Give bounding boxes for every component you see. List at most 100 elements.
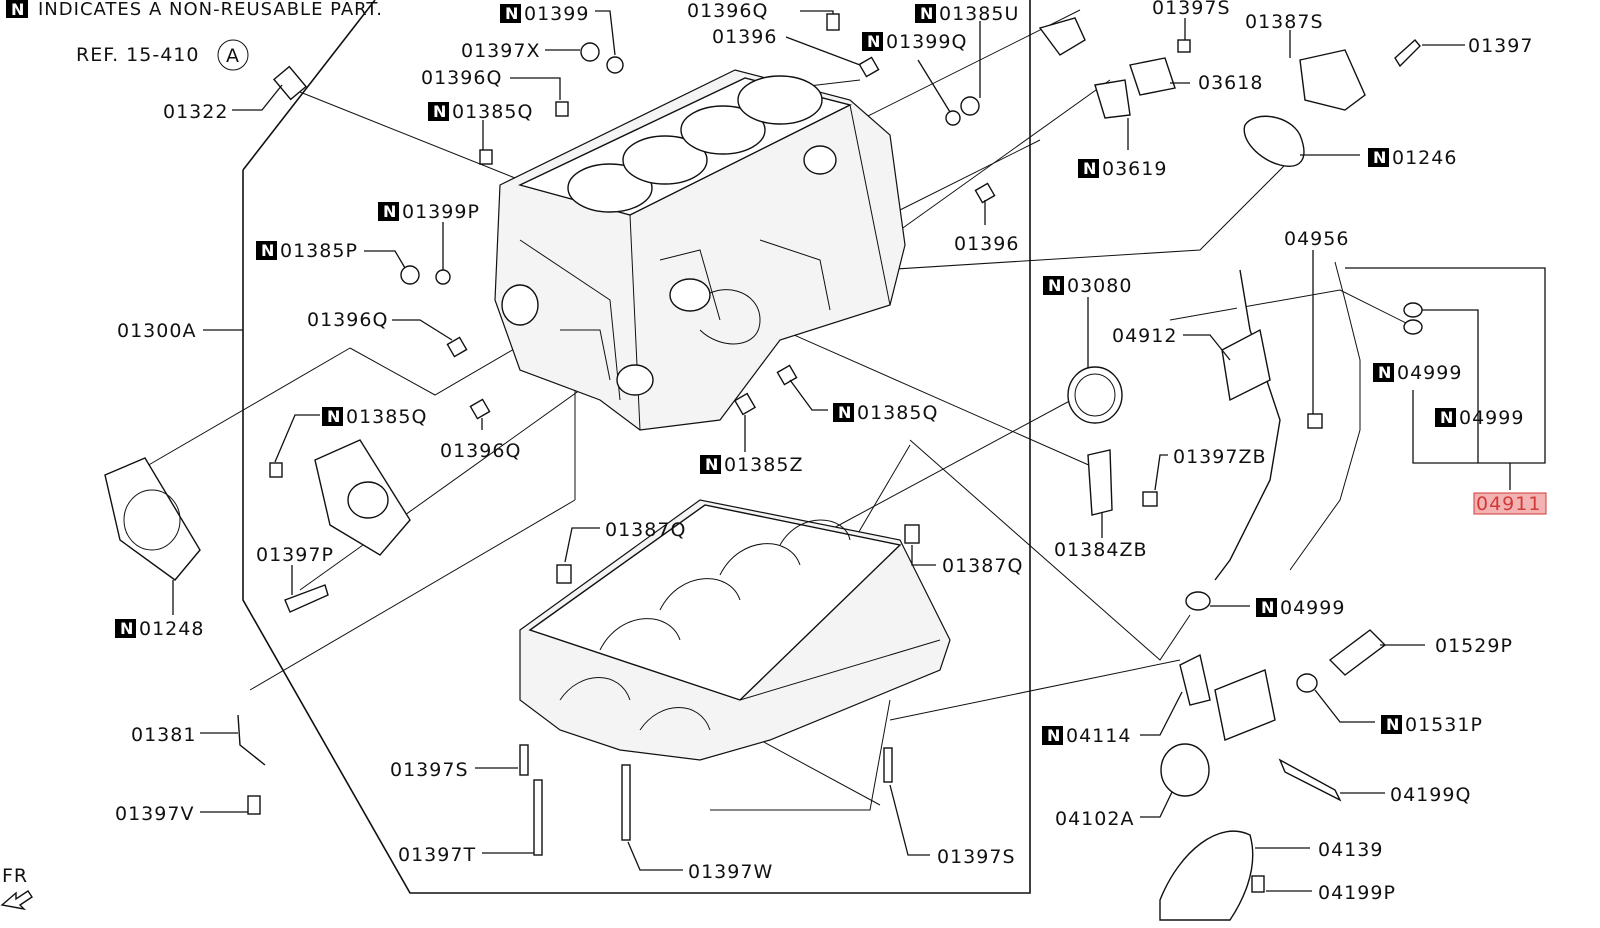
bolt-01397V	[247, 795, 261, 815]
part-callout: 04912	[1112, 325, 1176, 347]
part-callout: 01397V	[115, 803, 194, 825]
part-number-label: 01396Q	[307, 309, 388, 331]
part-callout: 01397S	[1152, 0, 1230, 19]
lead-01385Q-c	[789, 379, 828, 411]
part-number-label: 01529P	[1435, 635, 1513, 657]
bolt-01397S-top	[1177, 39, 1191, 53]
o-ring-04999-c	[1185, 591, 1211, 611]
part-number-label: 01397ZB	[1173, 446, 1267, 468]
plate-03618	[1129, 57, 1176, 96]
non-reusable-badge	[6, 0, 28, 18]
reference-circle-label: A	[226, 45, 240, 67]
part-number-label: 01248	[139, 618, 204, 640]
gasket-01246	[1243, 115, 1305, 167]
part-callout: N 01399	[500, 3, 589, 25]
lead-01396-top	[785, 36, 861, 66]
crankcase-top-face	[528, 504, 902, 701]
bolt-01397S-b	[883, 747, 893, 783]
leader-01381	[249, 499, 576, 691]
leader-01246	[879, 159, 1291, 271]
part-number-label: 04956	[1284, 228, 1349, 250]
non-reusable-badge-letter: N	[1047, 726, 1060, 745]
loose-parts	[104, 13, 1423, 921]
pump-body	[1214, 669, 1276, 741]
non-reusable-badge-letter: N	[1373, 148, 1386, 167]
lead-01397ZB	[1154, 454, 1168, 491]
non-reusable-badge-letter: N	[1378, 363, 1391, 382]
part-number-label: 01300A	[117, 320, 196, 342]
cylinder-bore-3	[680, 105, 766, 155]
pipe-01381	[237, 714, 266, 766]
leader-04999-a	[1169, 289, 1421, 331]
cover-top-left	[1038, 17, 1086, 56]
dowel-01322	[272, 65, 308, 101]
non-reusable-badge-letter: N	[120, 619, 133, 638]
part-number-label: 01399	[524, 3, 589, 25]
non-reusable-badge	[115, 619, 136, 638]
non-reusable-badge-letter: N	[920, 4, 933, 23]
bolt-04956	[1307, 413, 1323, 429]
lead-01385P	[364, 250, 406, 269]
part-number-label: 01387Q	[942, 555, 1023, 577]
leader-03619	[899, 139, 1041, 211]
part-number-label: 01397V	[115, 803, 194, 825]
non-reusable-badge	[378, 202, 399, 221]
block-ribs	[519, 239, 831, 401]
crank-seal-bore	[616, 364, 654, 396]
part-callout: 01397P	[256, 544, 333, 566]
part-number-label: 01397S	[937, 846, 1016, 868]
cylinder-bore-1	[567, 163, 653, 213]
part-number-label: 04199P	[1318, 882, 1396, 904]
lead-04912	[1183, 334, 1231, 361]
part-callout: 04199P	[1318, 882, 1396, 904]
front-orientation-marker: FR	[0, 865, 33, 911]
pin-01396-mid	[974, 182, 996, 204]
part-number-label: 01397S	[390, 759, 469, 781]
bolt-04199P	[1251, 875, 1265, 893]
leader-01322	[299, 91, 521, 181]
plug-01385U	[960, 96, 980, 116]
non-reusable-badge-letter: N	[1440, 408, 1453, 427]
non-reusable-badge	[1368, 148, 1389, 167]
non-reusable-badge	[915, 4, 936, 23]
front-bore	[669, 278, 711, 312]
non-reusable-badge-letter: N	[1261, 598, 1274, 617]
part-number-label: 01397W	[688, 861, 773, 883]
part-callout: 04956	[1284, 228, 1349, 250]
rear-port	[803, 145, 837, 175]
non-reusable-badge	[1043, 276, 1064, 295]
side-port	[501, 284, 539, 326]
part-callout: 01387Q	[605, 519, 685, 541]
pin-01387Q-a	[556, 564, 572, 584]
part-callout: 01396Q	[440, 440, 520, 462]
leader-01387S	[839, 9, 1081, 131]
pin-01387Q-b	[904, 524, 920, 544]
non-reusable-badge-letter: N	[705, 455, 718, 474]
part-callout: 01387Q	[942, 555, 1023, 577]
nut-01385Q-c	[776, 364, 798, 386]
part-number-label: 01396	[954, 233, 1019, 255]
non-reusable-badge-letter: N	[505, 4, 518, 23]
seal-cover-bore	[347, 481, 389, 519]
leader-03618	[899, 79, 1111, 231]
part-callout: 04911	[1473, 492, 1547, 515]
non-reusable-badge	[256, 241, 277, 260]
part-number-label: 01387S	[1245, 11, 1324, 33]
part-callout: 01381	[131, 724, 195, 746]
non-reusable-badge-letter: N	[433, 102, 446, 121]
non-reusable-badge	[700, 455, 721, 474]
non-reusable-badge-letter: N	[867, 32, 880, 51]
pin-01396Q-b	[446, 336, 468, 358]
part-number-label: 04199Q	[1390, 784, 1471, 806]
dipstick-bracket	[1345, 267, 1546, 464]
lead-01396Q-b	[392, 319, 453, 341]
gasket-04114	[1179, 653, 1211, 706]
lower-crankcase	[519, 499, 951, 761]
